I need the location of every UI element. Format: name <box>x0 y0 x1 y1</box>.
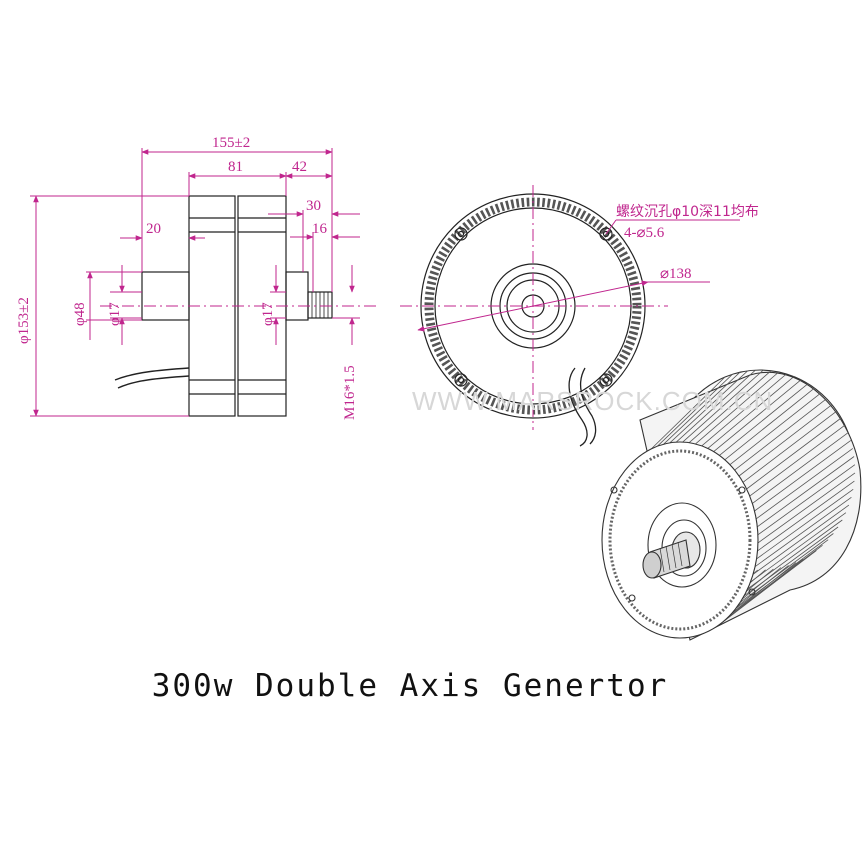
cooling-fin <box>752 432 849 504</box>
hole-note: 4-⌀5.6 <box>624 225 665 241</box>
dim-shaft-length: 42 <box>292 159 307 175</box>
cable <box>114 367 190 381</box>
side-view <box>114 195 333 417</box>
cooling-fin <box>757 464 856 536</box>
cooling-fin <box>757 472 856 544</box>
dim-overall-length: 155±2 <box>212 135 250 151</box>
bolt-note: 螺纹沉孔φ10深11均布 <box>616 204 759 220</box>
left-boss <box>141 271 190 321</box>
cooling-fin <box>746 417 842 490</box>
cooling-fin <box>688 370 772 444</box>
pcd-note: ⌀138 <box>660 266 692 282</box>
cooling-fin <box>755 448 854 520</box>
cooling-fin <box>734 398 827 471</box>
cooling-fin <box>739 533 834 603</box>
cooling-fin <box>707 376 795 449</box>
dim-thread: M16*1.5 <box>342 365 358 420</box>
cooling-fin <box>750 512 847 583</box>
right-boss <box>285 271 309 321</box>
cooling-fin <box>724 387 815 461</box>
cooling-fin <box>682 369 764 443</box>
front-cable <box>568 367 588 447</box>
dim-body-length: 81 <box>228 159 243 175</box>
watermark: WWW.MARSROCK.COM.CN <box>412 386 773 416</box>
cooling-fin <box>657 374 733 447</box>
cooling-fin <box>729 392 822 466</box>
cooling-fin <box>713 379 802 452</box>
cooling-fin <box>749 424 846 497</box>
cooling-fin <box>754 496 852 568</box>
cooling-fin <box>754 440 852 512</box>
cooling-fin <box>738 404 833 477</box>
cooling-fin <box>756 488 854 560</box>
dim-shaft-16: 16 <box>312 221 328 237</box>
cooling-fin <box>701 373 787 447</box>
bolt-hole <box>454 373 468 387</box>
cooling-fin <box>742 410 838 483</box>
cooling-fin <box>695 371 780 445</box>
dim-left-bore: φ48 <box>72 302 88 326</box>
dim-height: φ153±2 <box>16 297 32 344</box>
bolt-hole <box>454 227 468 241</box>
generator-3d-render <box>601 369 862 641</box>
bolt-hole <box>599 227 613 241</box>
dim-left-shaft-dia: φ17 <box>107 302 123 326</box>
cooling-fin <box>669 370 748 444</box>
dim-right-shaft-dia: φ17 <box>260 302 276 326</box>
dim-left-shaft: 20 <box>146 221 161 237</box>
side-dimensions <box>30 148 360 417</box>
cooling-fin <box>720 554 811 624</box>
cooling-fin <box>757 456 855 528</box>
cooling-fin <box>663 371 741 445</box>
front-dimensions <box>400 185 740 430</box>
cooling-fin <box>719 383 809 456</box>
bolt-hole <box>599 373 613 387</box>
cooling-fin <box>676 369 756 443</box>
caption: 300w Double Axis Genertor <box>151 668 669 704</box>
cooling-fin <box>752 504 850 575</box>
cooling-fin <box>757 480 855 552</box>
dim-shaft-30: 30 <box>306 198 321 214</box>
cooling-fin <box>651 376 726 450</box>
